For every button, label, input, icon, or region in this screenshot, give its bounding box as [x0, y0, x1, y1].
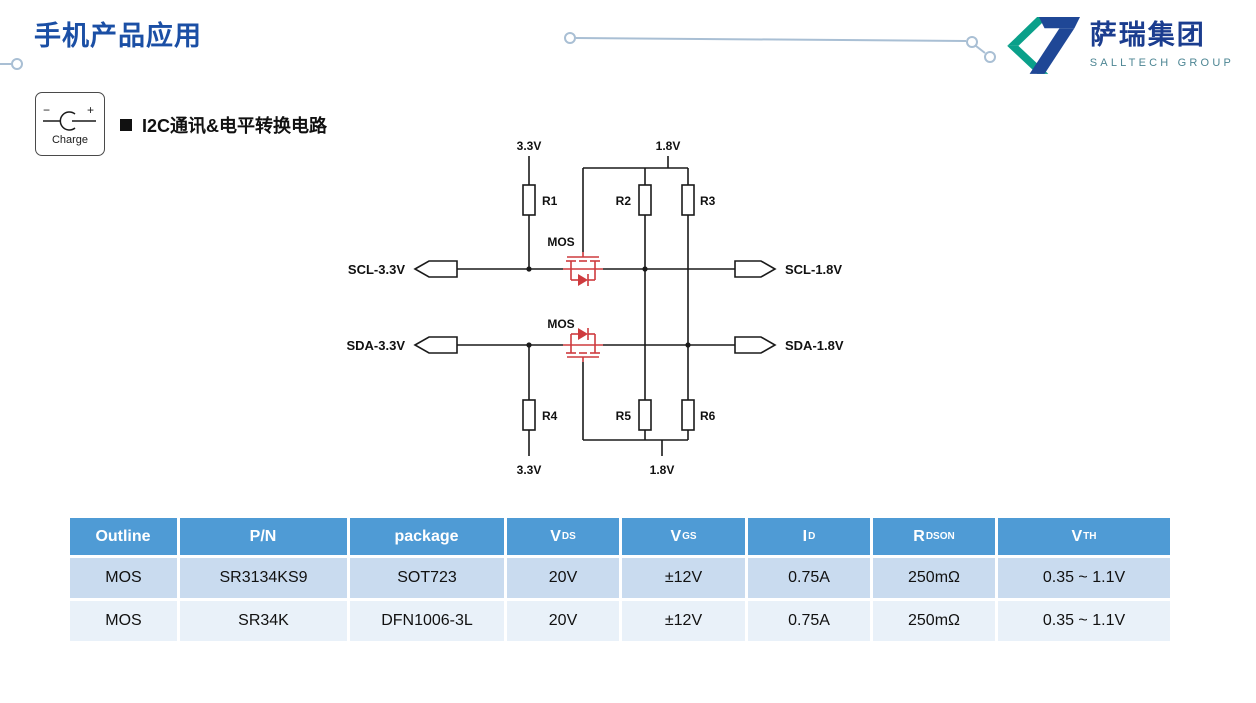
section-bullet-icon [120, 119, 132, 131]
resistors [522, 184, 695, 431]
minus-sign: − [43, 103, 50, 117]
sda-33-connector [413, 336, 458, 354]
decorative-connector-line [0, 32, 996, 70]
circuit-diagram: 3.3V 1.8V 3.3V 1.8V R1 R2 R3 R4 R5 R6 MO… [346, 139, 844, 477]
resistor-r4 [522, 399, 536, 431]
port-connectors [413, 260, 777, 354]
table-cell: SOT723 [350, 558, 507, 601]
scl-33-connector [413, 260, 458, 278]
table-cell: MOS [70, 601, 180, 644]
supply-label-bottom-left: 3.3V [517, 463, 542, 477]
resistor-r2 [638, 184, 652, 216]
resistor-r2-label: R2 [616, 194, 632, 208]
table-cell: 20V [507, 601, 622, 644]
table-header-cell: Outline [70, 518, 180, 558]
table-cell: 250mΩ [873, 601, 998, 644]
resistor-r5 [638, 399, 652, 431]
supply-label-top-right: 1.8V [656, 139, 681, 153]
table-cell: 20V [507, 558, 622, 601]
logo-company-name: 萨瑞集团 [1089, 20, 1206, 51]
scl-18-port-label: SCL-1.8V [785, 262, 842, 277]
scl-mosfet-icon [563, 252, 603, 286]
resistor-r4-label: R4 [542, 409, 558, 423]
table-cell: SR34K [180, 601, 350, 644]
battery-charge-icon: − + [43, 103, 96, 131]
table-row: MOS SR3134KS9 SOT723 20V ±12V 0.75A 250m… [70, 558, 1170, 601]
sda-mos-label: MOS [547, 317, 574, 331]
charge-label: Charge [51, 133, 89, 146]
supply-label-top-left: 3.3V [517, 139, 542, 153]
plus-sign: + [87, 103, 94, 117]
scl-mos-label: MOS [547, 235, 574, 249]
resistor-r6-label: R6 [700, 409, 716, 423]
sda-18-port-label: SDA-1.8V [785, 338, 844, 353]
table-cell: 0.75A [748, 558, 873, 601]
sda-18-connector [734, 336, 777, 354]
scl-33-port-label: SCL-3.3V [348, 262, 405, 277]
table-cell: 0.35 ~ 1.1V [998, 558, 1170, 601]
table-header-cell: P/N [180, 518, 350, 558]
table-header-cell: package [350, 518, 507, 558]
table-row: MOS SR34K DFN1006-3L 20V ±12V 0.75A 250m… [70, 601, 1170, 644]
charge-icon-box: − + Charge [35, 92, 105, 156]
sda-33-port-label: SDA-3.3V [346, 338, 405, 353]
resistor-r1-label: R1 [542, 194, 558, 208]
section-heading: I2C通讯&电平转换电路 [120, 112, 327, 138]
resistor-r6 [681, 399, 695, 431]
resistor-r1 [522, 184, 536, 216]
table-cell: SR3134KS9 [180, 558, 350, 601]
resistor-r3-label: R3 [700, 194, 716, 208]
logo-mark-icon [1006, 17, 1080, 74]
logo-company-name-en: SALLTECH GROUP [1089, 56, 1234, 69]
supply-label-bottom-right: 1.8V [650, 463, 675, 477]
table-cell: DFN1006-3L [350, 601, 507, 644]
sda-mosfet-icon [563, 328, 603, 362]
scl-18-connector [734, 260, 777, 278]
table-cell: 0.75A [748, 601, 873, 644]
table-cell: ±12V [622, 601, 748, 644]
resistor-r5-label: R5 [616, 409, 632, 423]
company-logo: 萨瑞集团 SALLTECH GROUP [996, 12, 1234, 78]
circuit-wires [457, 156, 735, 456]
table-cell: ±12V [622, 558, 748, 601]
table-cell: 0.35 ~ 1.1V [998, 601, 1170, 644]
junction-dots [526, 266, 691, 348]
table-cell: 250mΩ [873, 558, 998, 601]
section-heading-text: I2C通讯&电平转换电路 [142, 116, 328, 136]
table-cell: MOS [70, 558, 180, 601]
resistor-r3 [681, 184, 695, 216]
page-title: 手机产品应用 [34, 21, 202, 51]
